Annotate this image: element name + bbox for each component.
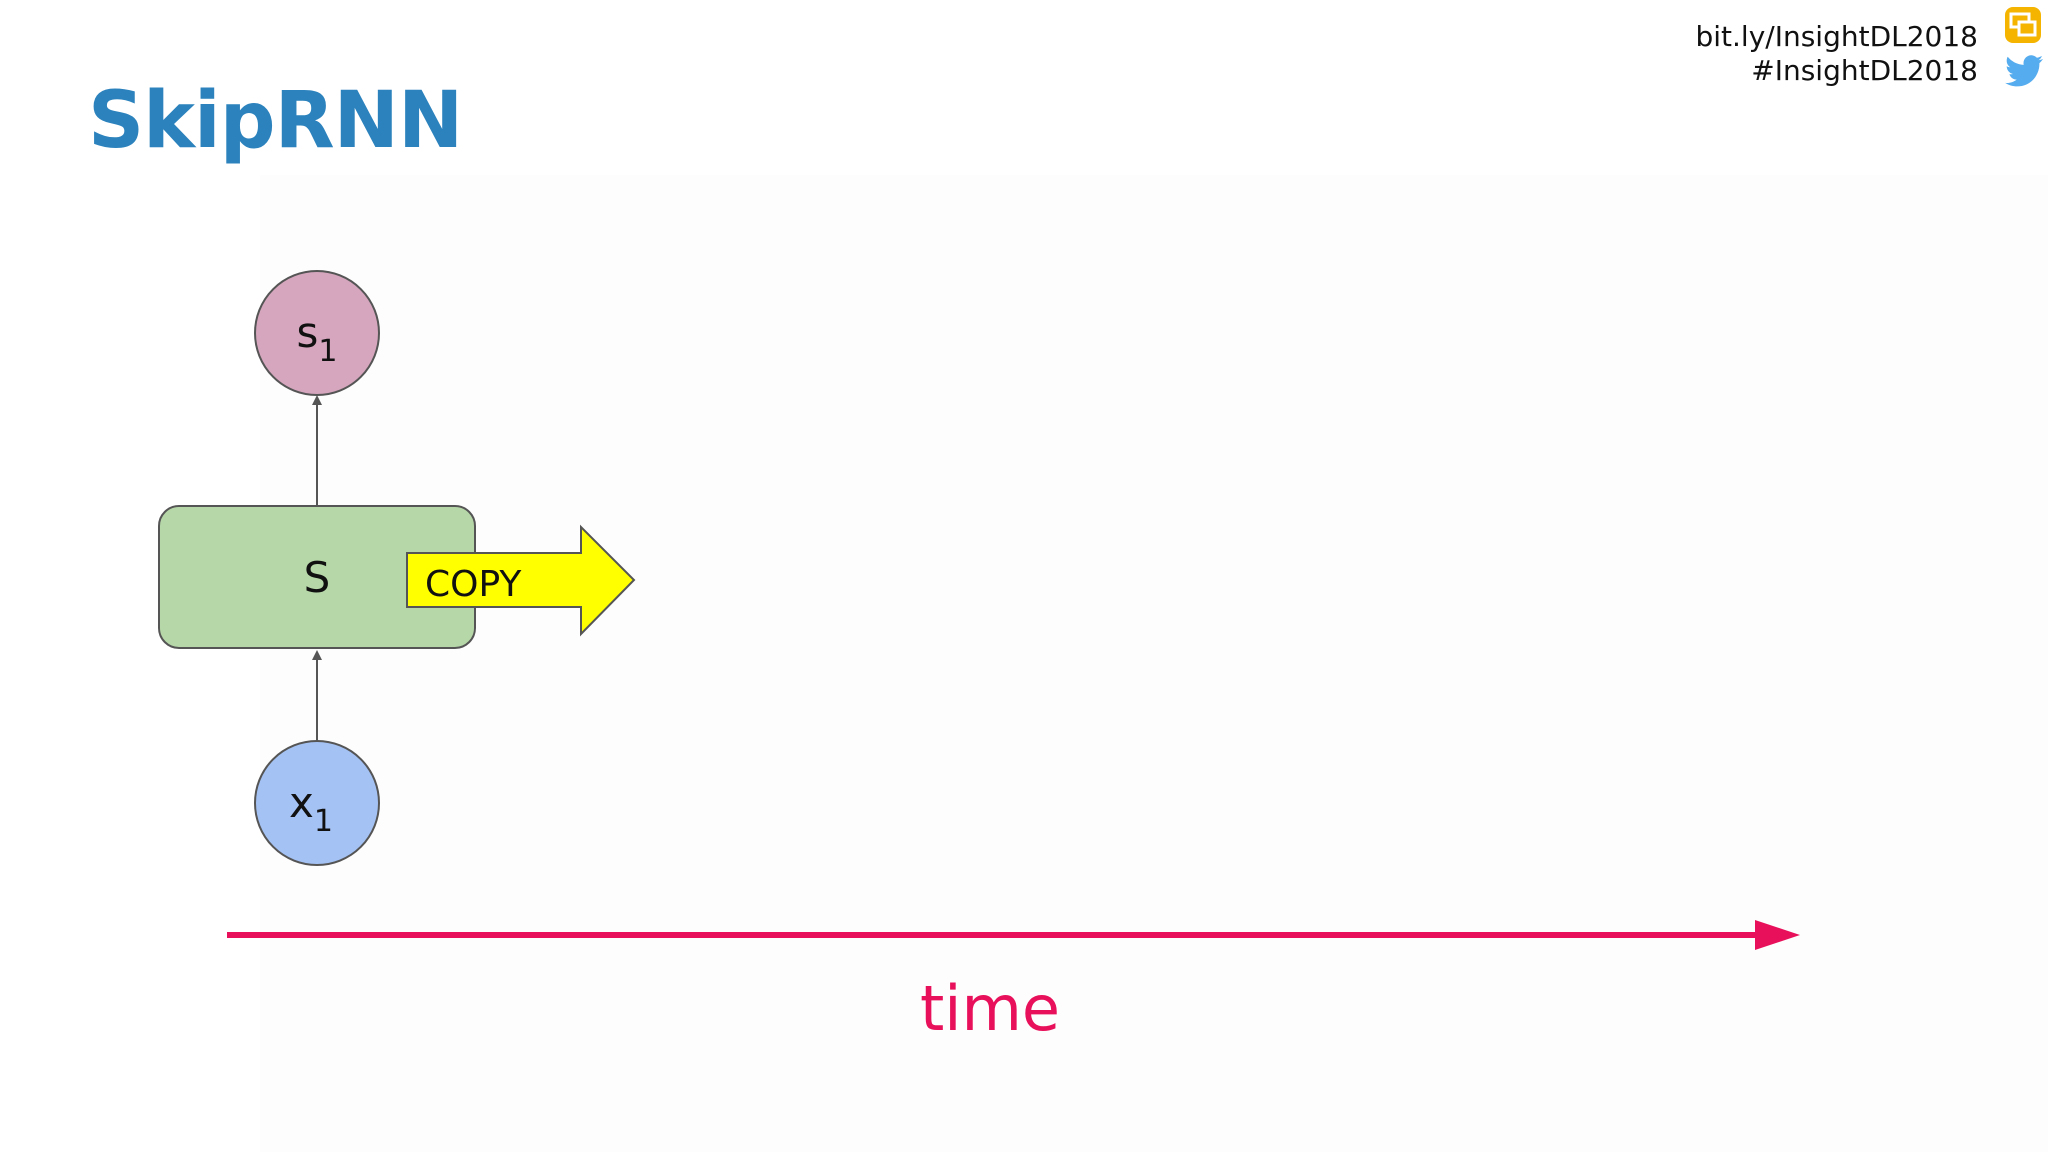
input-node-label: x [289,778,314,827]
slide-header-links: bit.ly/InsightDL2018 #InsightDL2018 [1695,20,1978,88]
slides-icon [2005,7,2041,43]
short-link[interactable]: bit.ly/InsightDL2018 [1695,20,1978,53]
twitter-icon [2005,55,2043,87]
input-node: x1 [254,740,380,866]
svg-text:s1: s1 [297,308,338,369]
state-node-label: S [304,553,331,602]
svg-text:x1: x1 [289,778,333,839]
copy-arrow-label: COPY [425,564,522,605]
input-node-subscript: 1 [314,804,333,839]
time-axis-label: time [920,972,1060,1045]
output-node-subscript: 1 [318,334,337,369]
time-axis: time [227,920,1800,1045]
output-node: s1 [254,270,380,396]
output-node-label: s [297,308,319,357]
hashtag: #InsightDL2018 [1751,54,1978,87]
slide-title: SkipRNN [88,76,463,166]
copy-arrow: COPY [406,524,636,637]
